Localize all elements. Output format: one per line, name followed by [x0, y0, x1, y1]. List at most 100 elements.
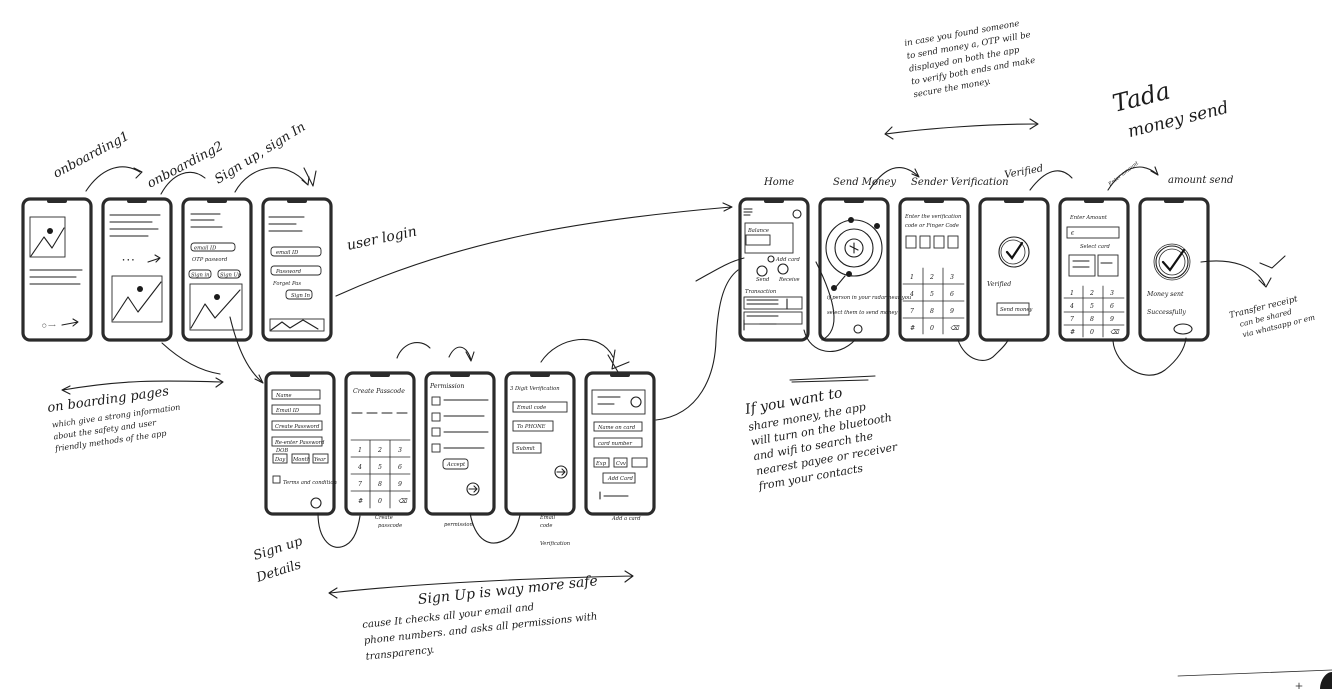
label-signup-signin: Sign up, sign In: [212, 120, 308, 188]
svg-text:DOB: DOB: [275, 448, 288, 454]
svg-text:Accept: Accept: [446, 462, 466, 468]
keypad-key[interactable]: 0: [1090, 329, 1094, 336]
keypad-key[interactable]: 2: [377, 447, 382, 454]
keypad-key[interactable]: 4: [357, 464, 362, 471]
screen-labels: onboarding1 onboarding2 Sign up, sign In…: [51, 120, 1234, 587]
phone-screen-13: [978, 197, 1050, 342]
passcode-keypad[interactable]: 1 2 3 4 5 6 7 8 9 #0 ⌫: [357, 447, 408, 505]
svg-text:Cvv: Cvv: [616, 461, 626, 467]
keypad-key[interactable]: 4: [1069, 303, 1074, 310]
label-amount-send: amount send: [1168, 175, 1233, 186]
svg-text:Select card: Select card: [1080, 244, 1110, 250]
svg-text:Terms and condition: Terms and condition: [283, 480, 337, 486]
keypad-key[interactable]: 1: [1070, 290, 1074, 297]
screen-11-content: if person in your radar near you select …: [825, 217, 911, 334]
svg-text:Year: Year: [314, 457, 326, 463]
svg-text:3 Digit Verification: 3 Digit Verification: [510, 386, 560, 392]
svg-text:Create Password: Create Password: [275, 424, 320, 430]
keypad-key[interactable]: 2: [929, 274, 934, 281]
keypad-key[interactable]: 3: [1110, 290, 1114, 297]
keypad-key[interactable]: 9: [1110, 316, 1114, 323]
amount-keypad[interactable]: 1 2 3 4 5 6 7 8 9 #0 ⌫: [1069, 290, 1120, 336]
phone-screen-2: [101, 197, 173, 342]
phone-screen-15: [1138, 197, 1210, 342]
keypad-key[interactable]: 3: [950, 274, 954, 281]
screen-8-content: 3 Digit Verification Email code To PHONE…: [510, 386, 568, 479]
keypad-key[interactable]: ⌫: [398, 498, 408, 505]
label-enter-amount: Enter amount: [1107, 160, 1141, 188]
keypad-key[interactable]: 6: [398, 464, 402, 471]
corner-fragment: [1177, 669, 1332, 689]
keypad-key[interactable]: 9: [950, 308, 954, 315]
keypad-key[interactable]: 0: [930, 325, 934, 332]
keypad-key[interactable]: 8: [930, 308, 934, 315]
note-tada: Tada money send: [1110, 77, 1231, 142]
keypad-key[interactable]: 5: [378, 464, 382, 471]
svg-text:Transaction: Transaction: [745, 289, 776, 295]
svg-text:transparency.: transparency.: [365, 645, 435, 663]
keypad-key[interactable]: 5: [1090, 303, 1094, 310]
svg-text:card number: card number: [598, 441, 632, 447]
screen-3-content: email ID OTP pasword Sign in Sign Up: [188, 213, 243, 331]
verification-keypad[interactable]: 1 2 3 4 5 6 7 8 9 #0 ⌫: [909, 274, 960, 332]
label-user-login: user login: [346, 224, 419, 254]
label-passcode: passcode: [378, 523, 402, 529]
keypad-key[interactable]: 7: [358, 481, 362, 488]
keypad-key[interactable]: #: [910, 325, 915, 332]
keypad-key[interactable]: 6: [950, 291, 954, 298]
svg-text:Email ID: Email ID: [275, 408, 300, 414]
svg-text:Verified: Verified: [987, 281, 1011, 288]
screen-2-content: • • •: [109, 214, 163, 323]
keypad-key[interactable]: #: [358, 498, 363, 505]
svg-text:Sign in: Sign in: [191, 273, 210, 279]
phone-screen-8: [504, 371, 576, 516]
keypad-key[interactable]: 6: [1110, 303, 1114, 310]
flow-connectors: [61, 118, 1286, 599]
keypad-key[interactable]: 1: [358, 447, 362, 454]
phone-screen-12: [898, 197, 970, 342]
screen-13-content: Verified Send money: [987, 236, 1032, 316]
phone-screen-14: [1058, 197, 1130, 342]
svg-text:Name on card: Name on card: [597, 425, 636, 431]
label-email: Email: [539, 515, 555, 521]
phone-screen-7: [424, 371, 496, 516]
keypad-key[interactable]: 7: [1070, 316, 1074, 323]
keypad-key[interactable]: 0: [378, 498, 382, 505]
svg-text:Sign In: Sign In: [291, 293, 310, 299]
keypad-key[interactable]: 5: [930, 291, 934, 298]
phone-screen-6: [344, 371, 416, 516]
keypad-key[interactable]: #: [1070, 329, 1075, 336]
label-code: code: [540, 523, 552, 529]
svg-text:Day: Day: [274, 457, 285, 463]
svg-text:Send: Send: [756, 277, 770, 283]
svg-text:Sign Up: Sign Up: [220, 273, 242, 279]
keypad-key[interactable]: 2: [1089, 290, 1094, 297]
keypad-key[interactable]: 1: [910, 274, 914, 281]
keypad-key[interactable]: 3: [398, 447, 402, 454]
svg-text:select them to send money: select them to send money: [827, 310, 898, 316]
note-bluetooth: If you want to share money, the app will…: [743, 385, 899, 493]
screen-10-content: Balance Add card Send Receive Transactio…: [743, 208, 803, 331]
screen-7-content: Permission Accept: [429, 383, 489, 496]
svg-text:Submit: Submit: [516, 446, 536, 452]
svg-text:Tada: Tada: [1110, 77, 1173, 118]
svg-text:Enter the verification: Enter the verification: [904, 214, 961, 220]
screen-4-content: email ID Password Forget Pas Sign In: [268, 216, 325, 332]
keypad-key[interactable]: 9: [398, 481, 402, 488]
svg-text:Permission: Permission: [429, 383, 464, 390]
svg-text:Email code: Email code: [516, 405, 546, 411]
svg-text:Enter Amount: Enter Amount: [1069, 215, 1108, 221]
phone-frames: [21, 197, 1210, 516]
keypad-key[interactable]: 8: [1090, 316, 1094, 323]
keypad-key[interactable]: 8: [378, 481, 382, 488]
label-create: Create: [375, 515, 393, 521]
keypad-key[interactable]: ⌫: [950, 325, 960, 332]
svg-text:Send money: Send money: [1000, 307, 1032, 313]
phone-screen-3: [181, 197, 253, 342]
keypad-key[interactable]: ⌫: [1110, 329, 1120, 336]
keypad-key[interactable]: 4: [909, 291, 914, 298]
screen-5-content: Name Email ID Create Password Re-enter P…: [271, 389, 337, 509]
svg-text:Name: Name: [275, 393, 292, 399]
keypad-key[interactable]: 7: [910, 308, 914, 315]
